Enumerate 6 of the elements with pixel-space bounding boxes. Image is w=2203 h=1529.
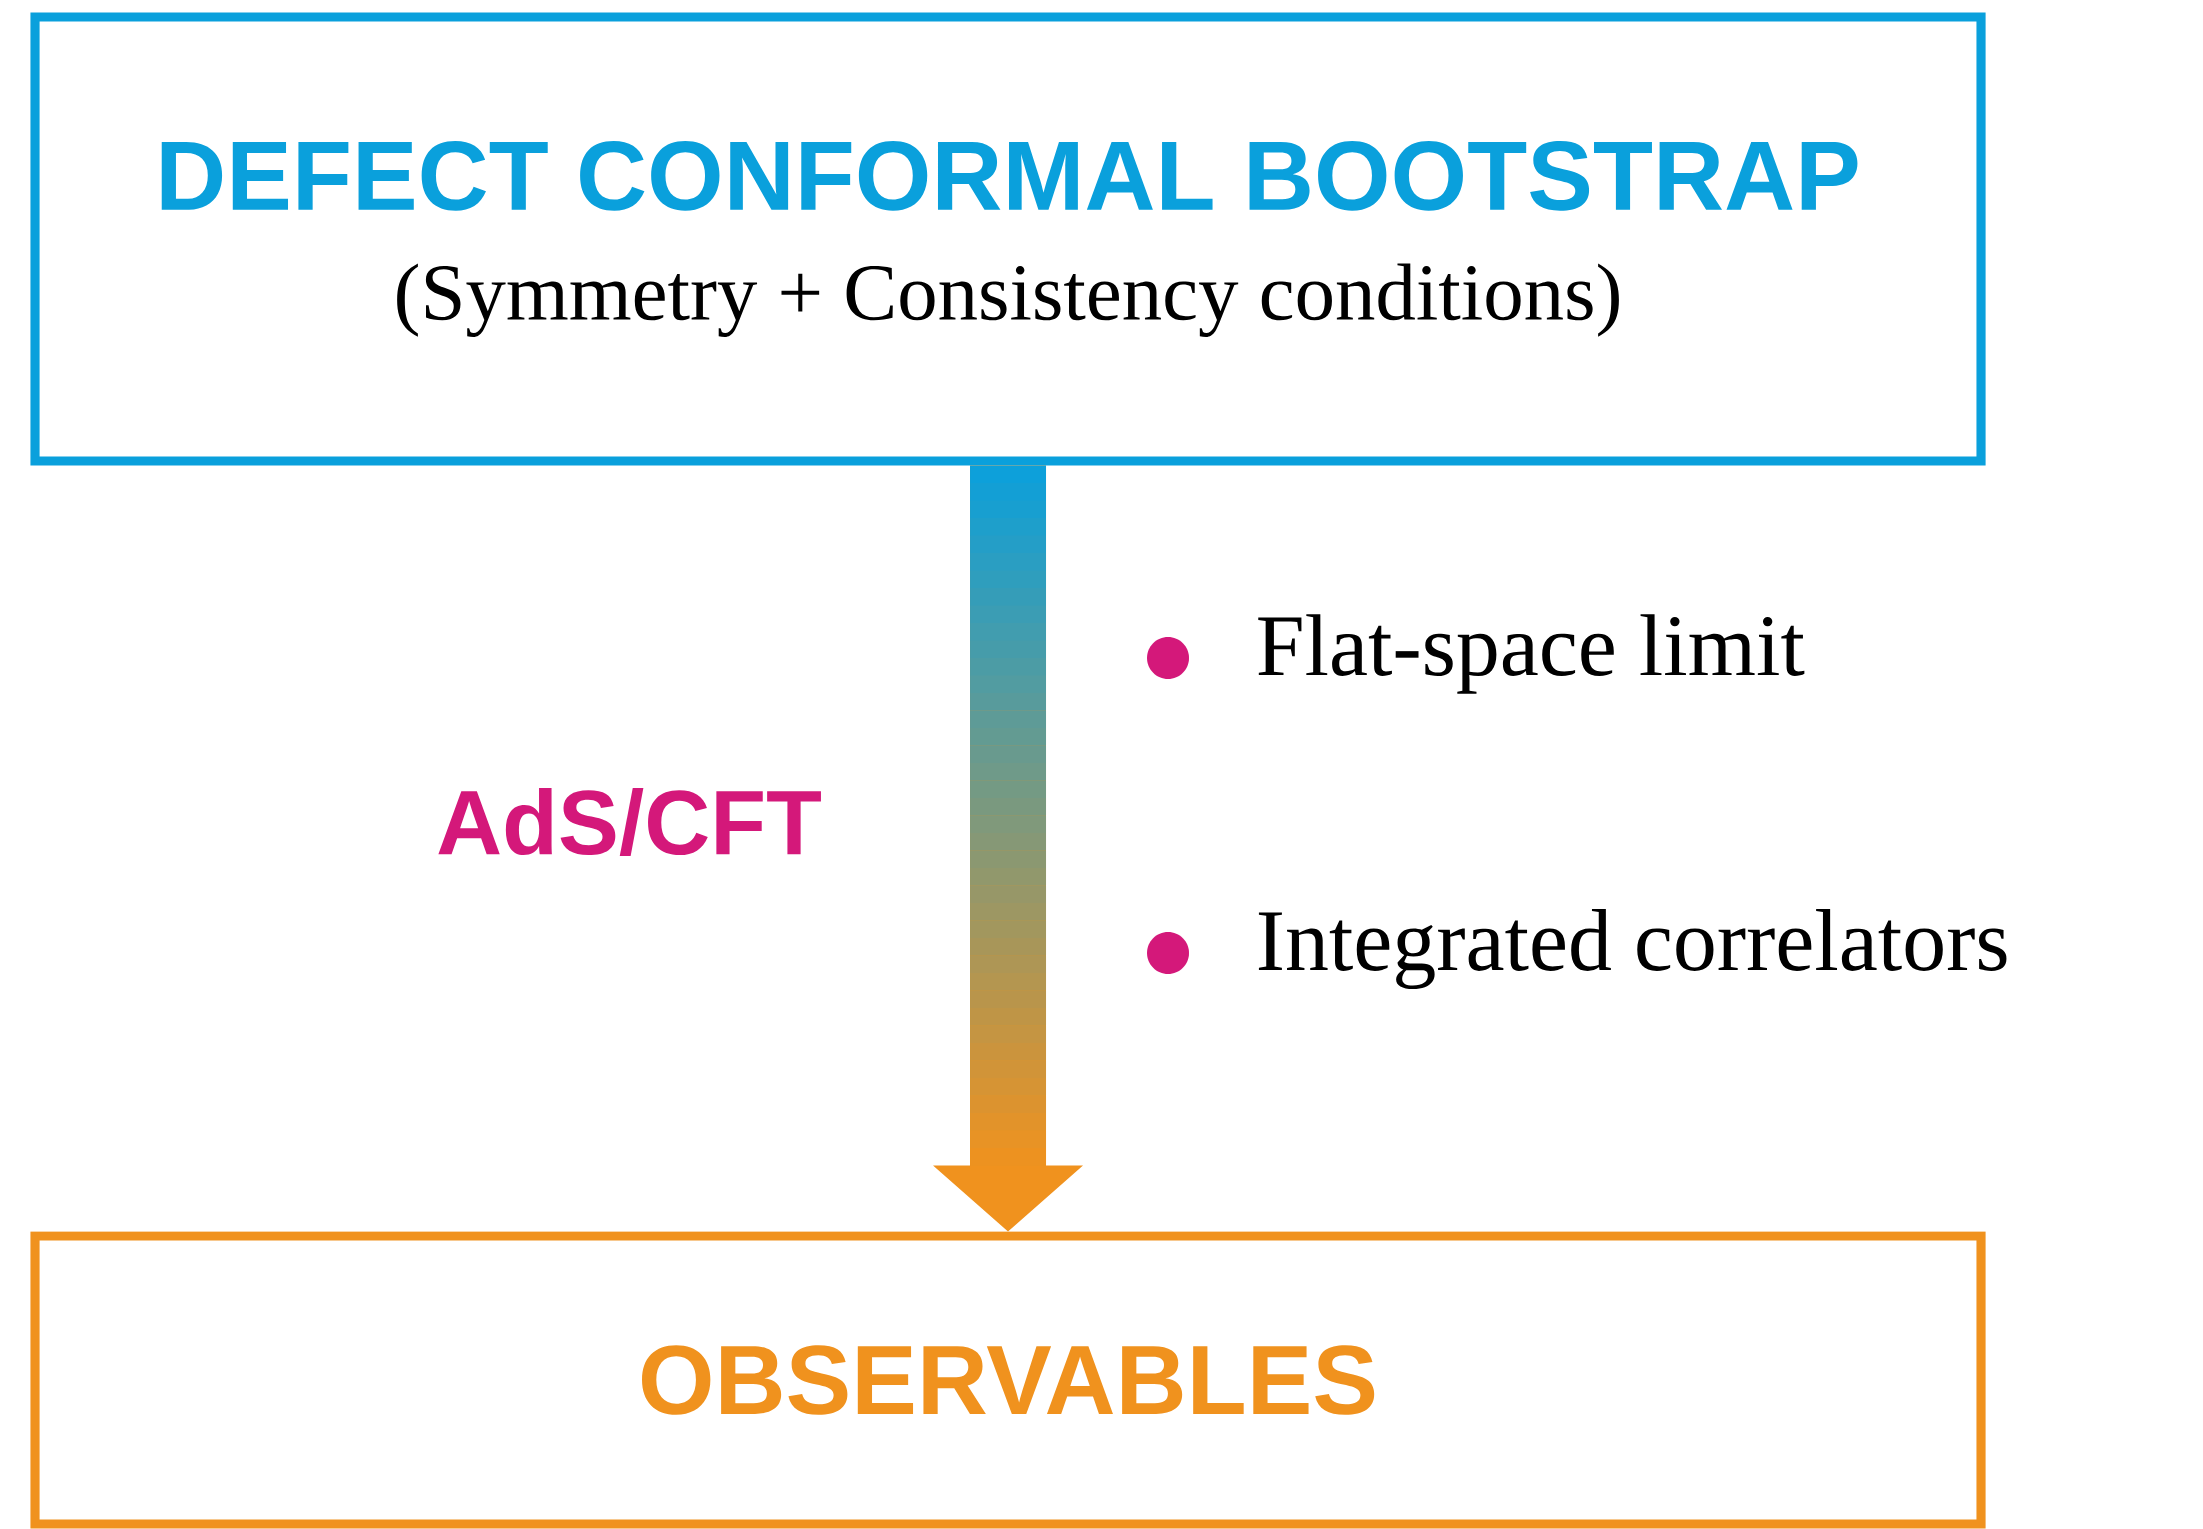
bullet-text: Flat-space limit [1258,614,1805,694]
arrow [933,465,1083,1232]
title-box: DEFECT CONFORMAL BOOTSTRAP (Symmetry + Consistency conditions) [30,12,1986,466]
bullet-text: Integrated correlators [1258,909,2007,989]
edge-label: AdS/CFT [438,788,821,856]
result-box: OBSERVABLES [30,1231,1986,1529]
